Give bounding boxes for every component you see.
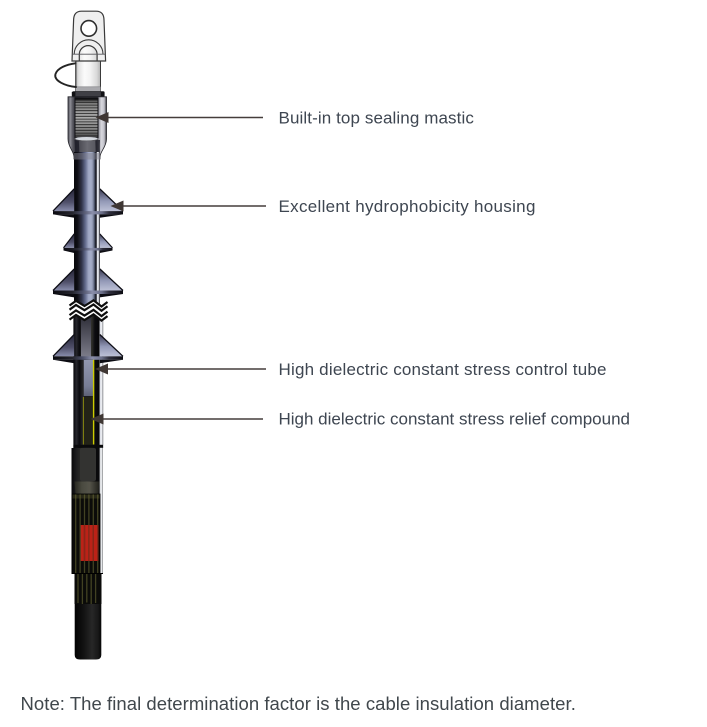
svg-text:High dielectric constant stres: High dielectric constant stress relief c… [279, 410, 631, 429]
svg-text:Built-in top sealing mastic: Built-in top sealing mastic [279, 109, 475, 128]
svg-text:Note: The final determination: Note: The final determination factor is … [21, 693, 576, 714]
svg-text:Excellent hydrophobicity housi: Excellent hydrophobicity housing [279, 197, 536, 216]
svg-text:High dielectric constant stres: High dielectric constant stress control … [279, 360, 607, 379]
